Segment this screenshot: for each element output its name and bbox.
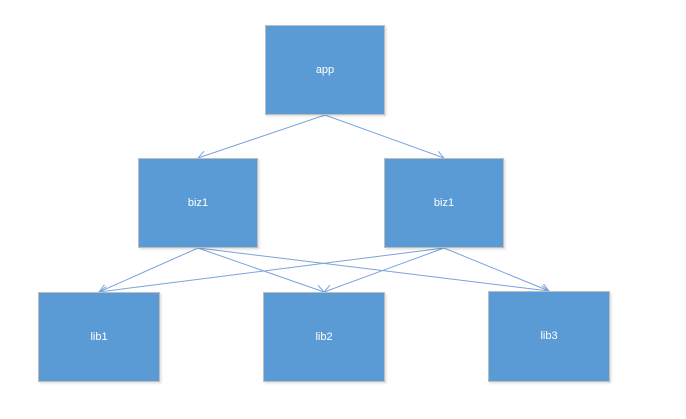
edge-biz1-right-to-lib3 [443, 247, 549, 291]
edge-biz1-left-to-lib3 [197, 247, 549, 291]
node-label: lib1 [90, 330, 108, 343]
node-label: app [315, 63, 335, 76]
edge-biz1-left-to-lib2 [197, 247, 324, 292]
diagram-node-biz1-right: biz1 [384, 158, 504, 248]
node-label: biz1 [433, 196, 455, 209]
edge-biz1-left-to-lib1 [99, 247, 199, 292]
node-label: lib3 [540, 330, 558, 342]
edge-biz1-right-to-lib1 [99, 247, 445, 292]
diagram-node-lib1: lib1 [38, 292, 160, 382]
diagram-node-app: app [265, 25, 385, 115]
diagram-node-lib3: lib3 [488, 291, 610, 382]
edge-app-to-biz1-left [198, 114, 326, 158]
edge-app-to-biz1-right [324, 114, 444, 158]
diagram-node-biz1-left: biz1 [138, 158, 258, 248]
node-label: lib2 [315, 330, 333, 343]
node-label: biz1 [187, 196, 209, 209]
edge-biz1-right-to-lib2 [324, 247, 445, 292]
diagram-node-lib2: lib2 [263, 292, 385, 382]
